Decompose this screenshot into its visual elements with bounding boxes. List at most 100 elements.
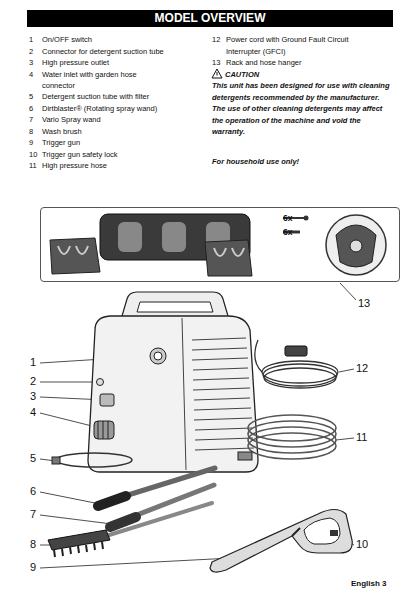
callout-number: 4 <box>30 406 36 419</box>
vario-nozzle <box>110 517 136 527</box>
list-number: 9 <box>29 137 33 149</box>
hose-loop <box>248 433 336 459</box>
callout-number: 1 <box>30 356 36 369</box>
list-number: 12 <box>212 34 220 46</box>
callout-number: 2 <box>30 375 36 388</box>
rack-hook <box>214 248 244 256</box>
leader-line <box>340 283 356 300</box>
callout-number: 13 <box>358 297 370 310</box>
trigger-gun <box>210 510 352 573</box>
list-item: Vario Spray wand <box>42 114 101 126</box>
screw-head <box>304 216 309 221</box>
rack-hook <box>58 246 88 254</box>
callout-number: 9 <box>30 561 36 574</box>
list-number: 10 <box>29 149 37 161</box>
hanger-hole <box>350 240 362 252</box>
detergent-tube <box>56 453 132 467</box>
machine-handle <box>122 292 228 316</box>
callout-number: 3 <box>30 390 36 403</box>
rack-slot <box>118 222 142 252</box>
cord-lead <box>255 340 262 372</box>
rack-bracket <box>205 240 252 276</box>
rack-bracket <box>50 238 100 274</box>
cord-loop <box>264 368 336 388</box>
list-item: Detergent suction tube with filter <box>42 91 149 103</box>
callout-number: 11 <box>356 431 367 444</box>
hose-loop <box>248 421 336 447</box>
caution-heading: CAUTION <box>225 69 259 81</box>
list-number: 8 <box>29 126 33 138</box>
callout-number: 8 <box>30 538 36 551</box>
vent-slat <box>195 448 254 450</box>
vent-slat <box>194 408 251 410</box>
list-item: High pressure hose <box>42 160 107 172</box>
high-pressure-hose <box>248 415 336 459</box>
list-number: 1 <box>29 34 33 46</box>
quantity-label: 6x <box>283 213 292 223</box>
title-band: MODEL OVERVIEW <box>27 10 393 27</box>
leader-line <box>336 438 354 440</box>
vent-slats <box>192 338 254 450</box>
tube-filter <box>52 457 60 464</box>
leader-line <box>40 492 100 504</box>
list-item: Power cord with Ground Fault Circuit Int… <box>226 34 384 57</box>
warning-triangle <box>212 69 222 78</box>
hose-fitting <box>238 452 252 460</box>
callout-number: 6 <box>30 485 36 498</box>
list-number: 5 <box>29 91 33 103</box>
list-item: Trigger gun <box>42 137 80 149</box>
callout-number: 12 <box>356 362 368 375</box>
vent-slat <box>193 368 248 370</box>
list-number: 3 <box>29 57 33 69</box>
hanger-hook <box>336 225 376 267</box>
detergent-connector <box>97 379 104 386</box>
callout-number: 5 <box>30 452 36 465</box>
water-inlet <box>94 421 114 439</box>
list-number: 13 <box>212 57 220 69</box>
list-item: Wash brush <box>42 126 82 138</box>
caution-heading: For household use only! <box>212 156 299 168</box>
page-footer: English 3 <box>351 579 387 589</box>
machine-body <box>88 316 258 472</box>
list-number: 2 <box>29 46 33 58</box>
list-item: Rack and hose hanger <box>226 57 301 69</box>
list-number: 4 <box>29 69 33 81</box>
leader-line <box>40 558 232 568</box>
list-number: 6 <box>29 103 33 115</box>
vent-slat <box>192 358 248 360</box>
brush-handle <box>106 503 212 536</box>
leader-line <box>40 382 97 383</box>
leader-line <box>339 369 354 372</box>
vent-slat <box>195 438 253 440</box>
hose-loop <box>248 427 336 453</box>
cord-loop <box>263 364 337 386</box>
switch-knob <box>154 352 162 360</box>
thread-line <box>98 421 99 439</box>
warning-mark <box>217 72 218 76</box>
list-item: Connector for detergent suction tube <box>42 46 164 58</box>
gfci-plug <box>285 346 307 356</box>
vent-slat <box>194 398 250 400</box>
leader-lines <box>40 283 356 568</box>
power-cord <box>255 340 338 388</box>
callout-number: 7 <box>30 508 36 521</box>
list-item: On/OFF switch <box>42 34 92 46</box>
list-item: Trigger gun safety lock <box>42 149 118 161</box>
quantity-label: 6x <box>283 227 292 237</box>
callout-number: 10 <box>356 538 368 551</box>
thread-line <box>103 421 104 439</box>
brush-bristles <box>54 542 103 557</box>
vent-slat <box>192 338 246 340</box>
caution-text: This unit has been designed for use with… <box>212 80 392 138</box>
gun-grip-hole <box>304 518 340 544</box>
on-off-switch <box>150 348 166 364</box>
list-number: 7 <box>29 114 33 126</box>
list-item: Water inlet with garden hose connector <box>42 69 164 92</box>
rotating-nozzle <box>98 496 126 506</box>
list-item: High pressure outlet <box>42 57 109 69</box>
trigger-lever <box>292 528 300 536</box>
vent-slat <box>193 378 249 380</box>
vent-slat <box>192 348 247 350</box>
safety-lock <box>330 530 338 536</box>
